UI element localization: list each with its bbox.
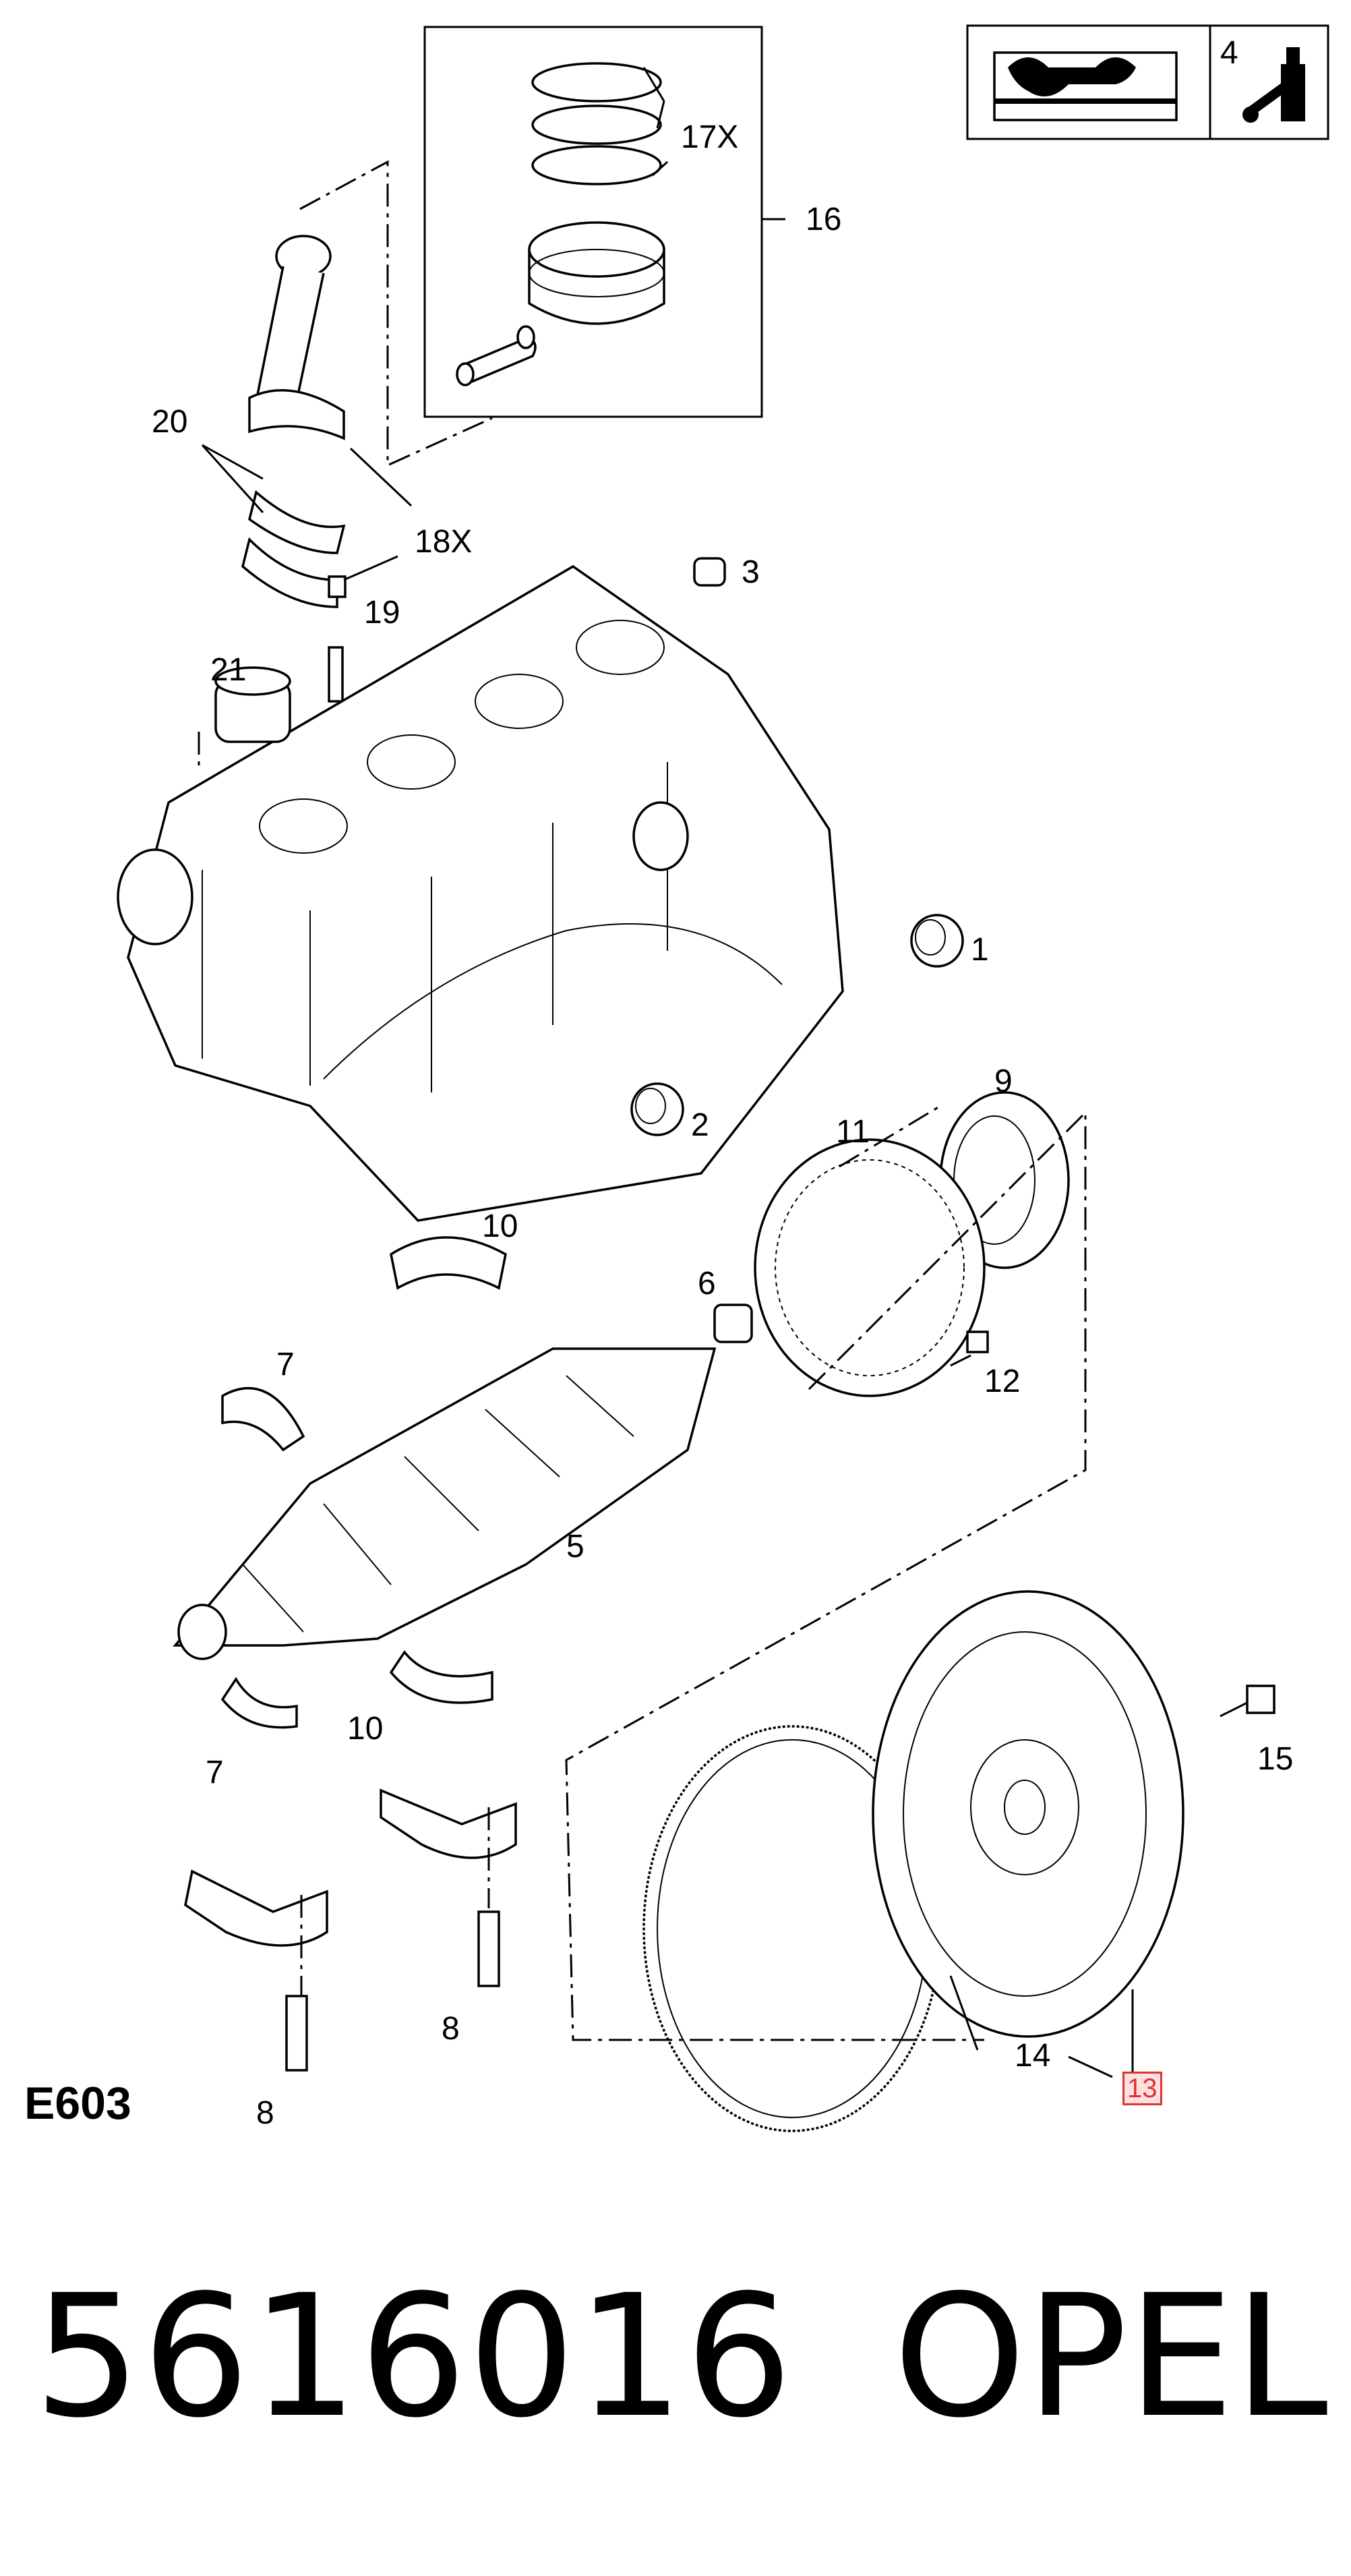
piston-rings: [531, 62, 669, 185]
callout-6: 6: [698, 1266, 716, 1301]
main-cap-left: [184, 1869, 328, 2072]
callout-20: 20: [152, 404, 188, 440]
callout-17x: 17X: [681, 119, 739, 155]
manual-wrench-icon: [993, 51, 1178, 121]
flywheel-13: [872, 1590, 1184, 2038]
piston: [528, 221, 665, 325]
cylinder-sleeve: [214, 666, 291, 743]
callout-3: 3: [742, 554, 760, 590]
diagram-code: E603: [24, 2078, 131, 2129]
bearing-2: [630, 1082, 684, 1136]
piston-pin: [456, 325, 537, 386]
callout-12: 12: [984, 1364, 1021, 1399]
callout-2: 2: [691, 1107, 709, 1143]
callout-8-right: 8: [442, 2011, 460, 2047]
adhesive-bottle-icon: [1242, 47, 1305, 123]
callout-13: 13: [1122, 2072, 1162, 2105]
bolt-12: [950, 1330, 989, 1367]
bolt-15: [1220, 1685, 1275, 1718]
brand-name: OPEL: [893, 2258, 1328, 2455]
callout-1: 1: [971, 932, 989, 968]
piston-kit-box: [423, 26, 785, 418]
reluctor-ring-11: [754, 1138, 986, 1397]
bearing-shell-10-bottom: [389, 1650, 493, 1704]
callout-16: 16: [806, 202, 842, 237]
callout-7-top: 7: [276, 1347, 295, 1382]
callout-8-left: 8: [256, 2095, 274, 2131]
engine-block: [117, 564, 844, 1222]
callout-15: 15: [1257, 1741, 1294, 1777]
callout-4: 4: [1220, 35, 1238, 71]
callout-5: 5: [566, 1529, 584, 1564]
header-icon-box: [966, 24, 1329, 140]
callout-7-bottom: 7: [206, 1755, 224, 1790]
crankshaft: [173, 1347, 717, 1660]
callout-10-bottom: 10: [347, 1711, 384, 1747]
callout-10-top: 10: [482, 1208, 518, 1244]
connecting-rod: [241, 235, 347, 703]
callout-9: 9: [994, 1063, 1013, 1099]
callout-18x: 18X: [415, 524, 473, 560]
plug-3: [693, 557, 726, 587]
callout-14: 14: [1015, 2038, 1051, 2074]
bearing-1: [910, 914, 964, 968]
leader-lines: [201, 444, 1134, 2078]
bearing-shell-10-top: [390, 1236, 507, 1290]
callout-21: 21: [210, 652, 247, 688]
part-number: 5616016: [34, 2258, 794, 2455]
callout-11: 11: [836, 1114, 870, 1150]
main-cap-right: [380, 1788, 517, 1987]
sprocket-6: [713, 1304, 753, 1343]
callout-19: 19: [364, 595, 400, 631]
bearing-shell-7-top: [221, 1386, 305, 1452]
bearing-shell-7-bottom: [220, 1676, 298, 1729]
